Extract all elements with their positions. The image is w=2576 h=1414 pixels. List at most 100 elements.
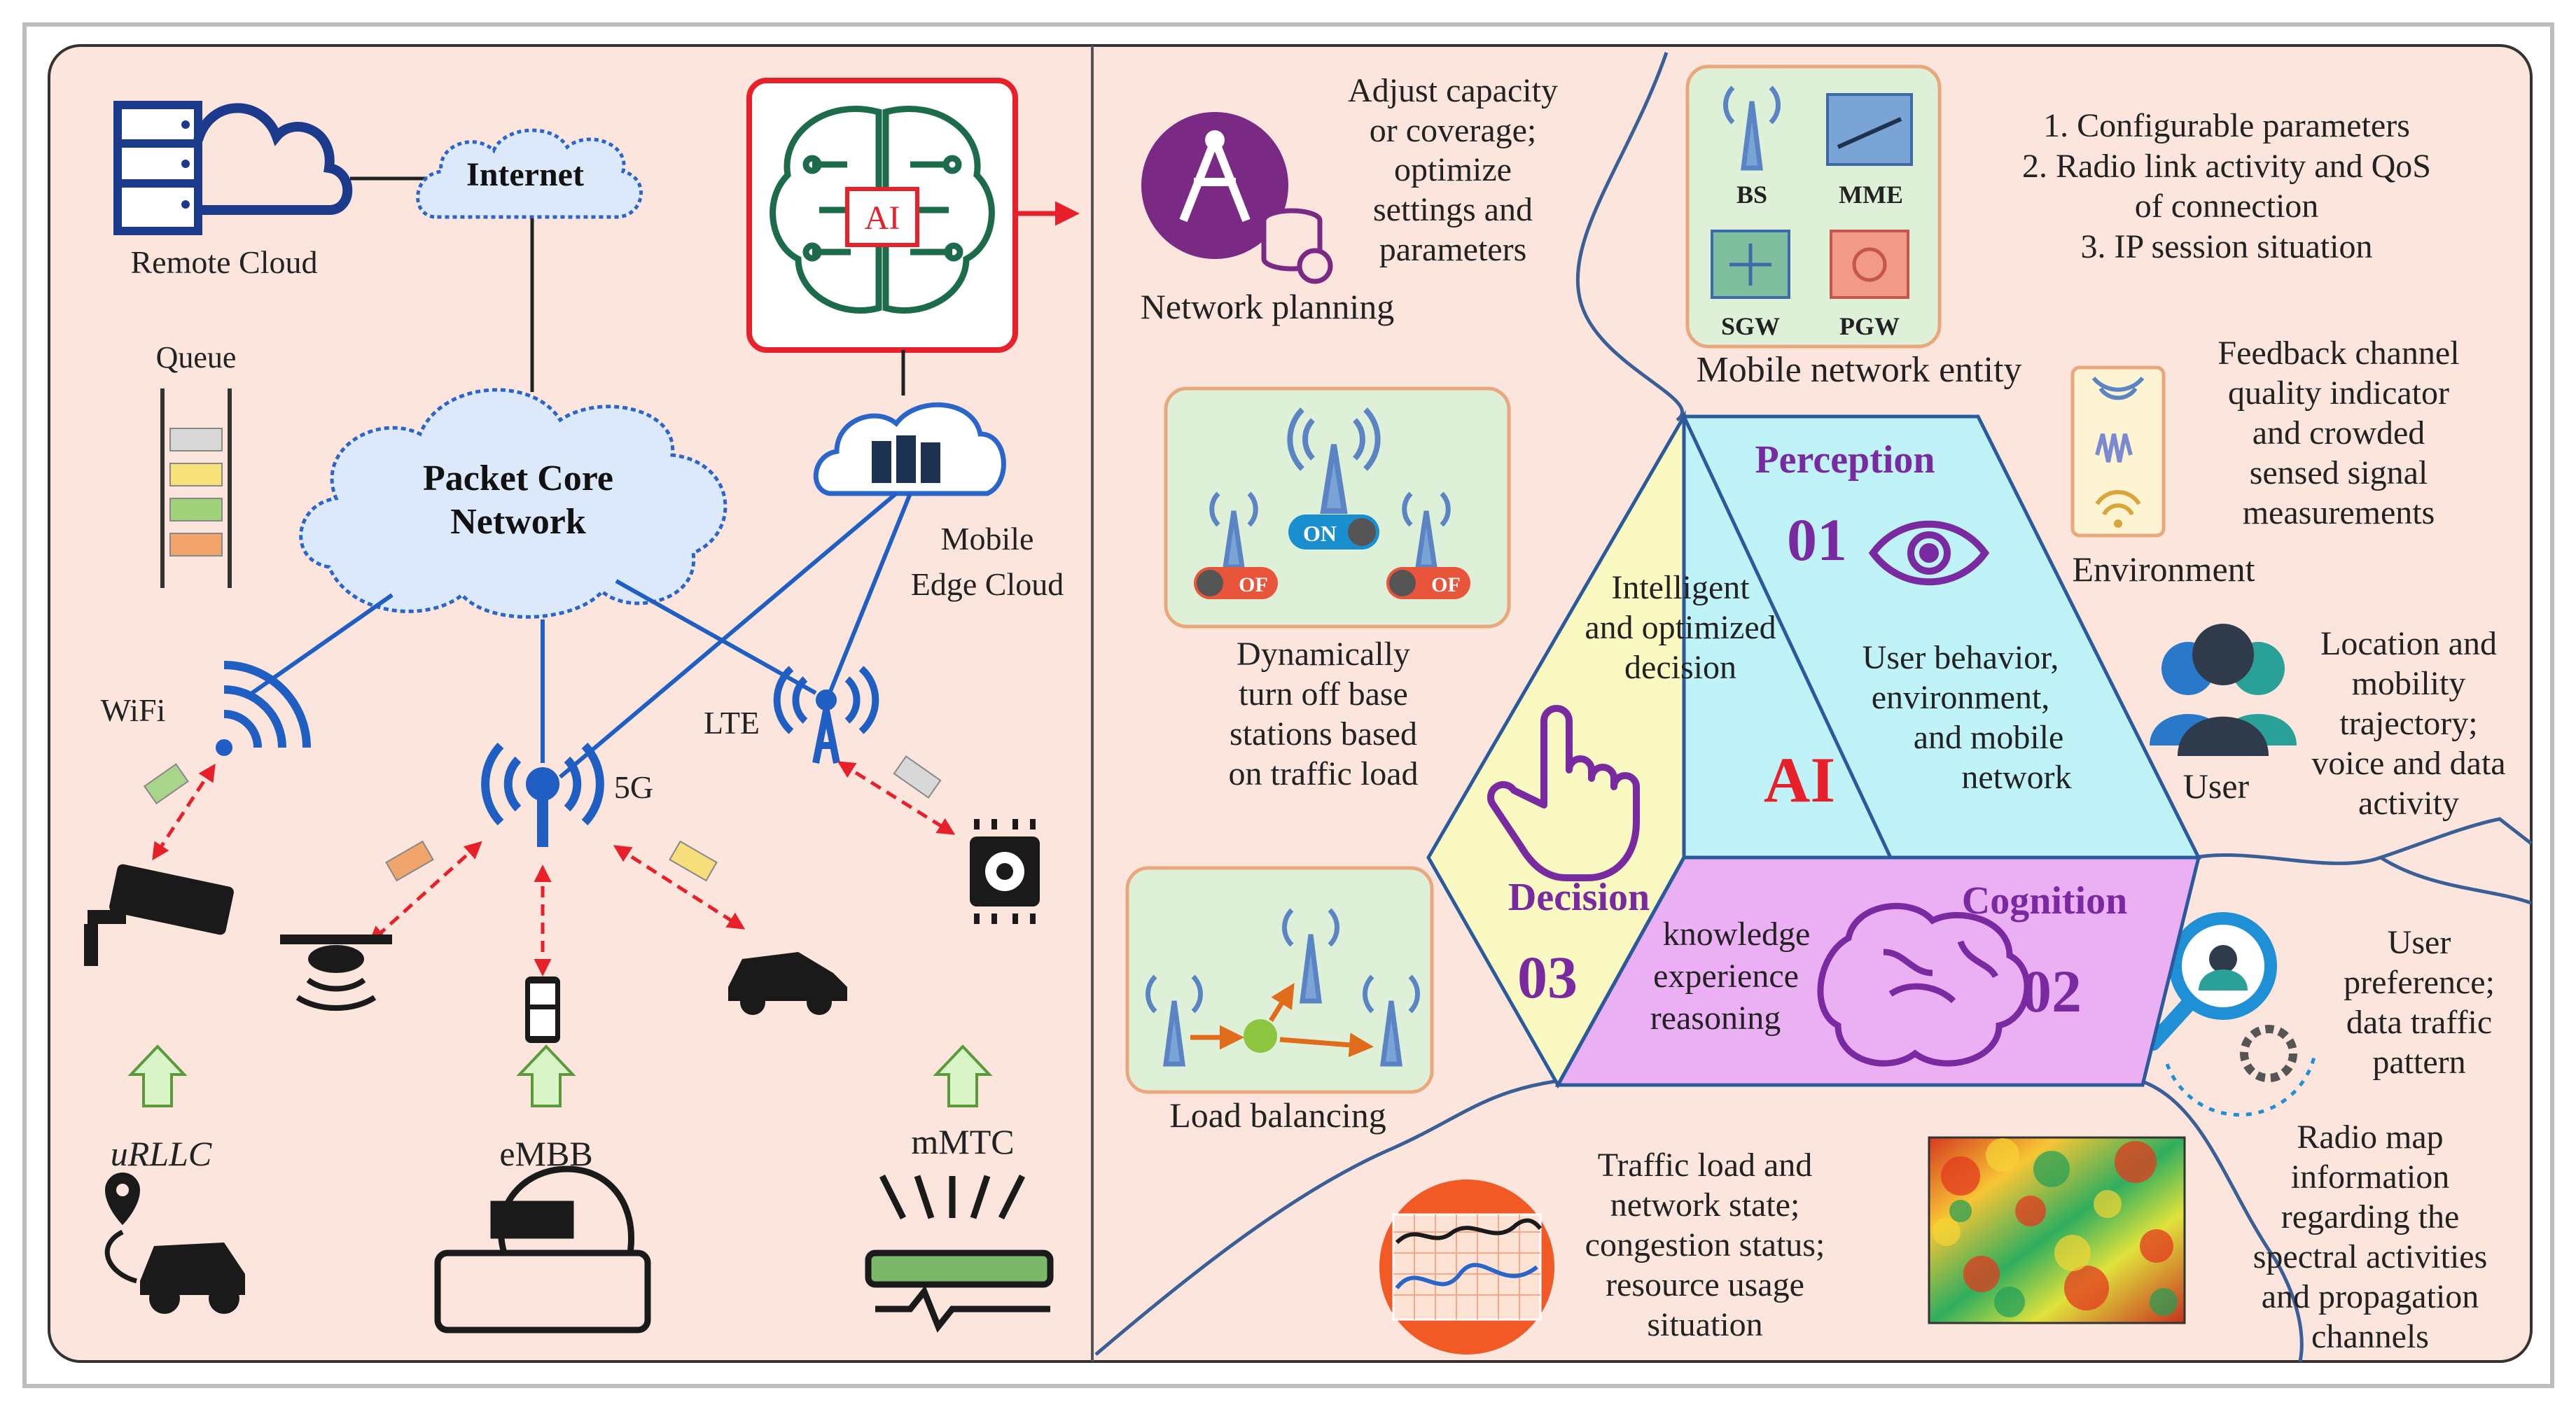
bs-entity-label: BS [1736,181,1767,209]
radio-line-5: and propagation [2262,1278,2479,1315]
queue-label: Queue [156,340,237,374]
planning-line-3: optimize [1394,151,1512,188]
bs-switching-line-3: stations based [1230,715,1417,752]
entity-param-4: 3. IP session situation [2081,228,2373,265]
environment-label: Environment [2072,550,2255,589]
taxi-car-icon [728,952,847,1015]
mme-entity-icon [1826,93,1913,166]
radio-line-2: information [2291,1158,2450,1196]
mec-label-1: Mobile [941,521,1034,556]
bs-off-label-right: OF [1431,573,1461,596]
bs-switching-line-1: Dynamically [1237,636,1410,673]
user-line-1: Location and [2320,625,2497,662]
packet-core-label-2: Network [450,502,586,542]
perception-title: Perception [1755,438,1935,482]
packet-core-label-1: Packet Core [423,458,613,498]
network-planning-icon [1141,112,1333,284]
bs-switching-line-4: on traffic load [1228,755,1418,792]
packet-core-cloud [299,388,727,619]
bs-on-tower-icon [1287,407,1381,514]
wireless-links [152,761,956,976]
sgw-entity-label: SGW [1721,312,1780,340]
cognition-line-2: experience [1653,958,1799,995]
service-up-arrows [127,1044,993,1107]
mmtc-label: mMTC [911,1122,1014,1161]
bs-off-knob-right [1389,570,1416,596]
boundary-bottom-right [2142,1079,2304,1362]
entity-param-1: 1. Configurable parameters [2043,107,2410,144]
traffic-line-2: network state; [1610,1186,1800,1224]
5g-tower-icon [481,742,604,847]
cognition-line-1: knowledge [1663,916,1811,953]
sgw-entity-detail [1729,244,1771,286]
decision-number: 03 [1517,944,1578,1011]
planning-line-2: or coverage; [1370,112,1537,149]
bs-on-switch-knob [1348,518,1376,546]
load-balancing-label: Load balancing [1169,1096,1386,1135]
mobile-entity-label: Mobile network entity [1696,350,2021,390]
loop-divider-perception [1682,415,1893,859]
pref-line-4: pattern [2372,1044,2465,1081]
queue-icon [160,388,232,588]
bs-entity-icon [1723,85,1781,171]
load-balancing-icon [1146,908,1420,1067]
perception-line-2: environment, [1872,679,2050,716]
internet-cloud [416,128,643,219]
data-packets [143,755,942,882]
bs-on-label: ON [1303,521,1337,546]
env-line-3: and crowded [2253,414,2425,451]
eye-icon [1868,520,1990,586]
ai-brain-icon [770,106,995,314]
cctv-camera-icon [84,864,234,966]
cognition-number: 02 [2021,958,2082,1025]
env-line-5: measurements [2243,494,2435,531]
user-preference-search-icon [2145,912,2316,1117]
mec-label-2: Edge Cloud [911,566,1064,602]
perception-line-3: and mobile [1914,719,2064,756]
drone-icon [280,934,392,1011]
lte-label: LTE [704,705,760,741]
boundary-top [1576,52,1684,422]
pref-line-1: User [2388,924,2451,961]
traffic-line-5: situation [1647,1306,1762,1343]
radio-line-1: Radio map [2297,1119,2443,1156]
pgw-entity-detail [1852,247,1887,282]
planning-line-5: parameters [1379,231,1527,268]
remote-cloud-label: Remote Cloud [130,244,317,280]
radio-line-6: channels [2311,1318,2429,1355]
remote-cloud-icon [113,101,353,235]
planning-line-4: settings and [1373,191,1533,228]
environment-signal-icon [2091,377,2145,528]
decision-title: Decision [1508,876,1650,919]
cognition-line-3: reasoning [1650,1000,1781,1037]
edge-server-icon [872,435,940,483]
ai-center-label: AI [1764,744,1835,816]
radio-line-3: regarding the [2281,1198,2460,1236]
pgw-entity-icon [1830,230,1909,299]
urllc-label: uRLLC [111,1134,212,1173]
pref-line-3: data traffic [2346,1004,2492,1041]
mobile-phone-icon [525,976,560,1043]
pref-line-2: preference; [2344,964,2495,1001]
remote-surgery-icon [865,1174,1054,1333]
traffic-line-4: resource usage [1606,1266,1804,1303]
perception-line-1: User behavior, [1863,639,2059,676]
entity-param-2: 2. Radio link activity and QoS [2022,148,2431,185]
hand-pointer-icon [1487,705,1640,881]
loop-divider-decision [1556,856,1686,1086]
vr-headset-icon [434,1166,651,1334]
env-line-4: sensed signal [2250,454,2428,491]
traffic-line-3: congestion status; [1585,1226,1825,1264]
boundary-right [2194,817,2533,905]
network-planning-label: Network planning [1141,287,1394,326]
user-line-2: mobility [2352,665,2466,702]
bs-switching-line-2: turn off base [1239,676,1408,713]
iot-chip-icon [970,819,1040,924]
env-line-1: Feedback channel [2218,335,2459,372]
brain-icon [1817,902,2031,1067]
decision-line-3: decision [1624,649,1736,686]
traffic-chart-icon [1379,1180,1554,1354]
ai-chip [845,187,919,247]
bs-off-label-left: OF [1239,573,1268,596]
